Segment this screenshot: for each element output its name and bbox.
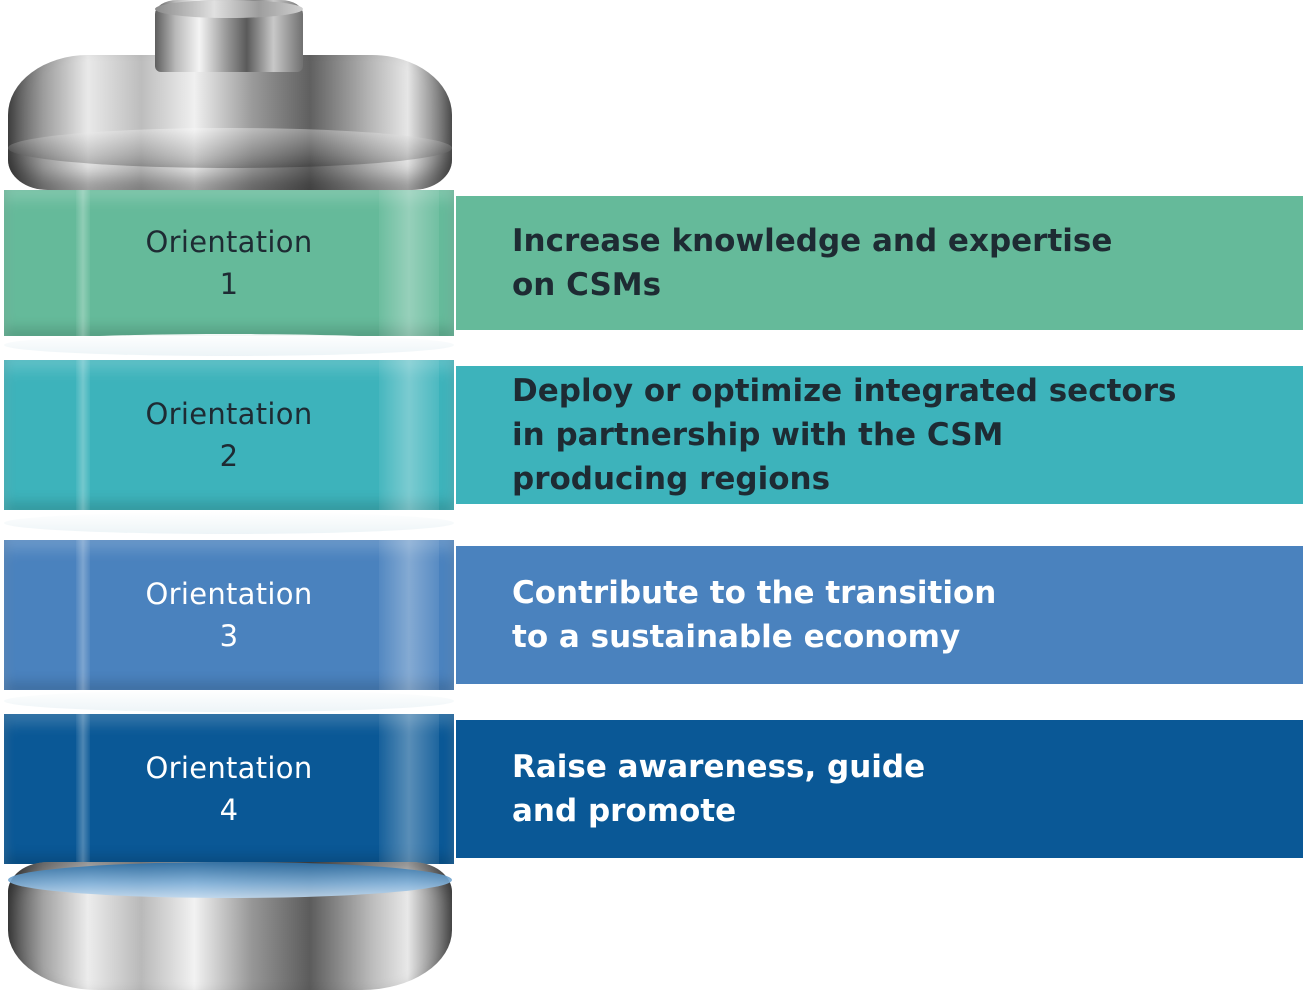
- orientation-1-battery-segment: [4, 190, 454, 336]
- orientation-4-description: Raise awareness, guide and promote: [512, 749, 926, 829]
- orientation-3-label: Orientation 3: [145, 577, 313, 653]
- orientation-3-description: Contribute to the transition to a sustai…: [512, 575, 997, 655]
- orientation-2-band: [456, 366, 1303, 504]
- segment-divider-ring: [4, 512, 454, 534]
- orientation-3-battery-segment: [4, 540, 454, 690]
- orientation-4-band: [456, 720, 1303, 858]
- orientation-4-label: Orientation 4: [145, 751, 313, 827]
- orientation-2-battery-segment: [4, 360, 454, 510]
- segment-divider-ring: [4, 690, 454, 712]
- orientation-4-battery-segment: [4, 714, 454, 864]
- orientation-1-band: [456, 196, 1303, 330]
- orientation-4-row: Orientation 4 Raise awareness, guide and…: [4, 714, 1303, 864]
- orientation-2-description: Deploy or optimize integrated sectors in…: [512, 373, 1177, 497]
- segment-divider-ring: [4, 334, 454, 356]
- orientation-2-row: Orientation 2 Deploy or optimize integra…: [4, 360, 1303, 510]
- orientation-2-label: Orientation 2: [145, 397, 313, 473]
- orientation-3-row: Orientation 3 Contribute to the transiti…: [4, 540, 1303, 690]
- orientation-3-band: [456, 546, 1303, 684]
- battery-terminal-top: [155, 0, 303, 18]
- orientation-1-row: Orientation 1 Increase knowledge and exp…: [4, 190, 1303, 336]
- orientation-1-description: Increase knowledge and expertise on CSMs: [512, 223, 1113, 303]
- battery-top-rim: [8, 128, 452, 168]
- orientation-1-label: Orientation 1: [145, 225, 313, 301]
- battery-top-cap: [8, 55, 452, 190]
- battery-bottom-rim: [8, 862, 452, 898]
